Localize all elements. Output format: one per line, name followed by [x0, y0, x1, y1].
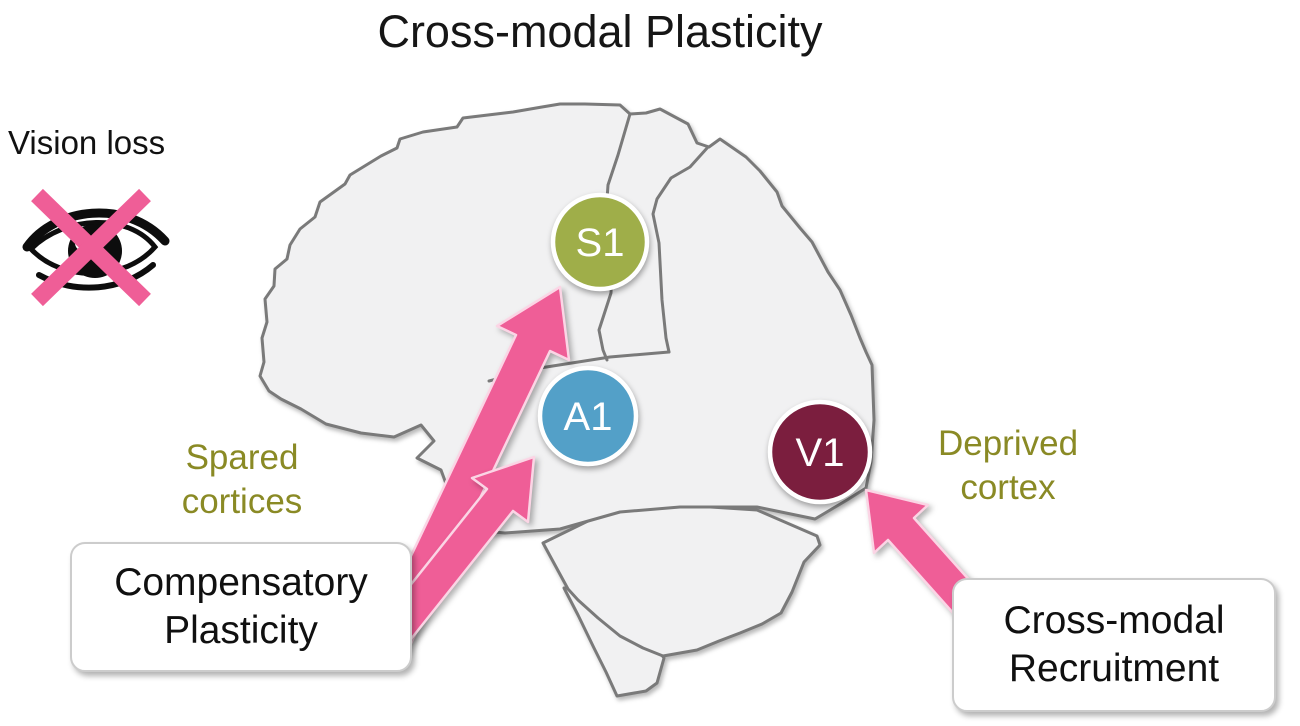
spared-cortices-label: Spared cortices [182, 436, 303, 524]
cross-modal-recruitment-box: Cross-modal Recruitment [952, 578, 1276, 712]
page-title: Cross-modal Plasticity [377, 6, 823, 57]
eye-upper-lid [22, 208, 170, 252]
brain-temporal-cerebellum-lobe [541, 504, 822, 658]
brain [258, 102, 876, 698]
v1-circle [767, 399, 873, 505]
compensatory-plasticity-box: Compensatory Plasticity [70, 542, 412, 672]
node-s1: S1 [550, 192, 650, 292]
node-a1: A1 [537, 365, 639, 467]
node-v1: V1 [767, 399, 873, 505]
s1-circle [550, 192, 650, 292]
eye-cross-x [31, 188, 151, 307]
postcentral-sulcus-line [651, 145, 710, 354]
s1-label: S1 [576, 221, 625, 265]
compensatory-line2: Plasticity [164, 609, 318, 652]
recruitment-line1: Cross-modal [1003, 599, 1225, 642]
v1-label: V1 [796, 431, 845, 475]
spared-line2: cortices [181, 482, 303, 521]
deprived-line1: Deprived [937, 424, 1079, 463]
deprived-line2: cortex [960, 468, 1056, 507]
a1-circle [537, 365, 639, 467]
deprived-cortex-label: Deprived cortex [938, 422, 1078, 510]
x-stroke-2 [31, 188, 151, 307]
crossed-out-eye-icon [22, 188, 170, 307]
arrows [369, 285, 990, 658]
recruitment-line2: Recruitment [1008, 647, 1220, 690]
a1-label: A1 [564, 395, 613, 439]
compensatory-line1: Compensatory [114, 561, 368, 604]
vision-loss-label: Vision loss [8, 124, 166, 161]
spared-line1: Spared [185, 438, 299, 477]
